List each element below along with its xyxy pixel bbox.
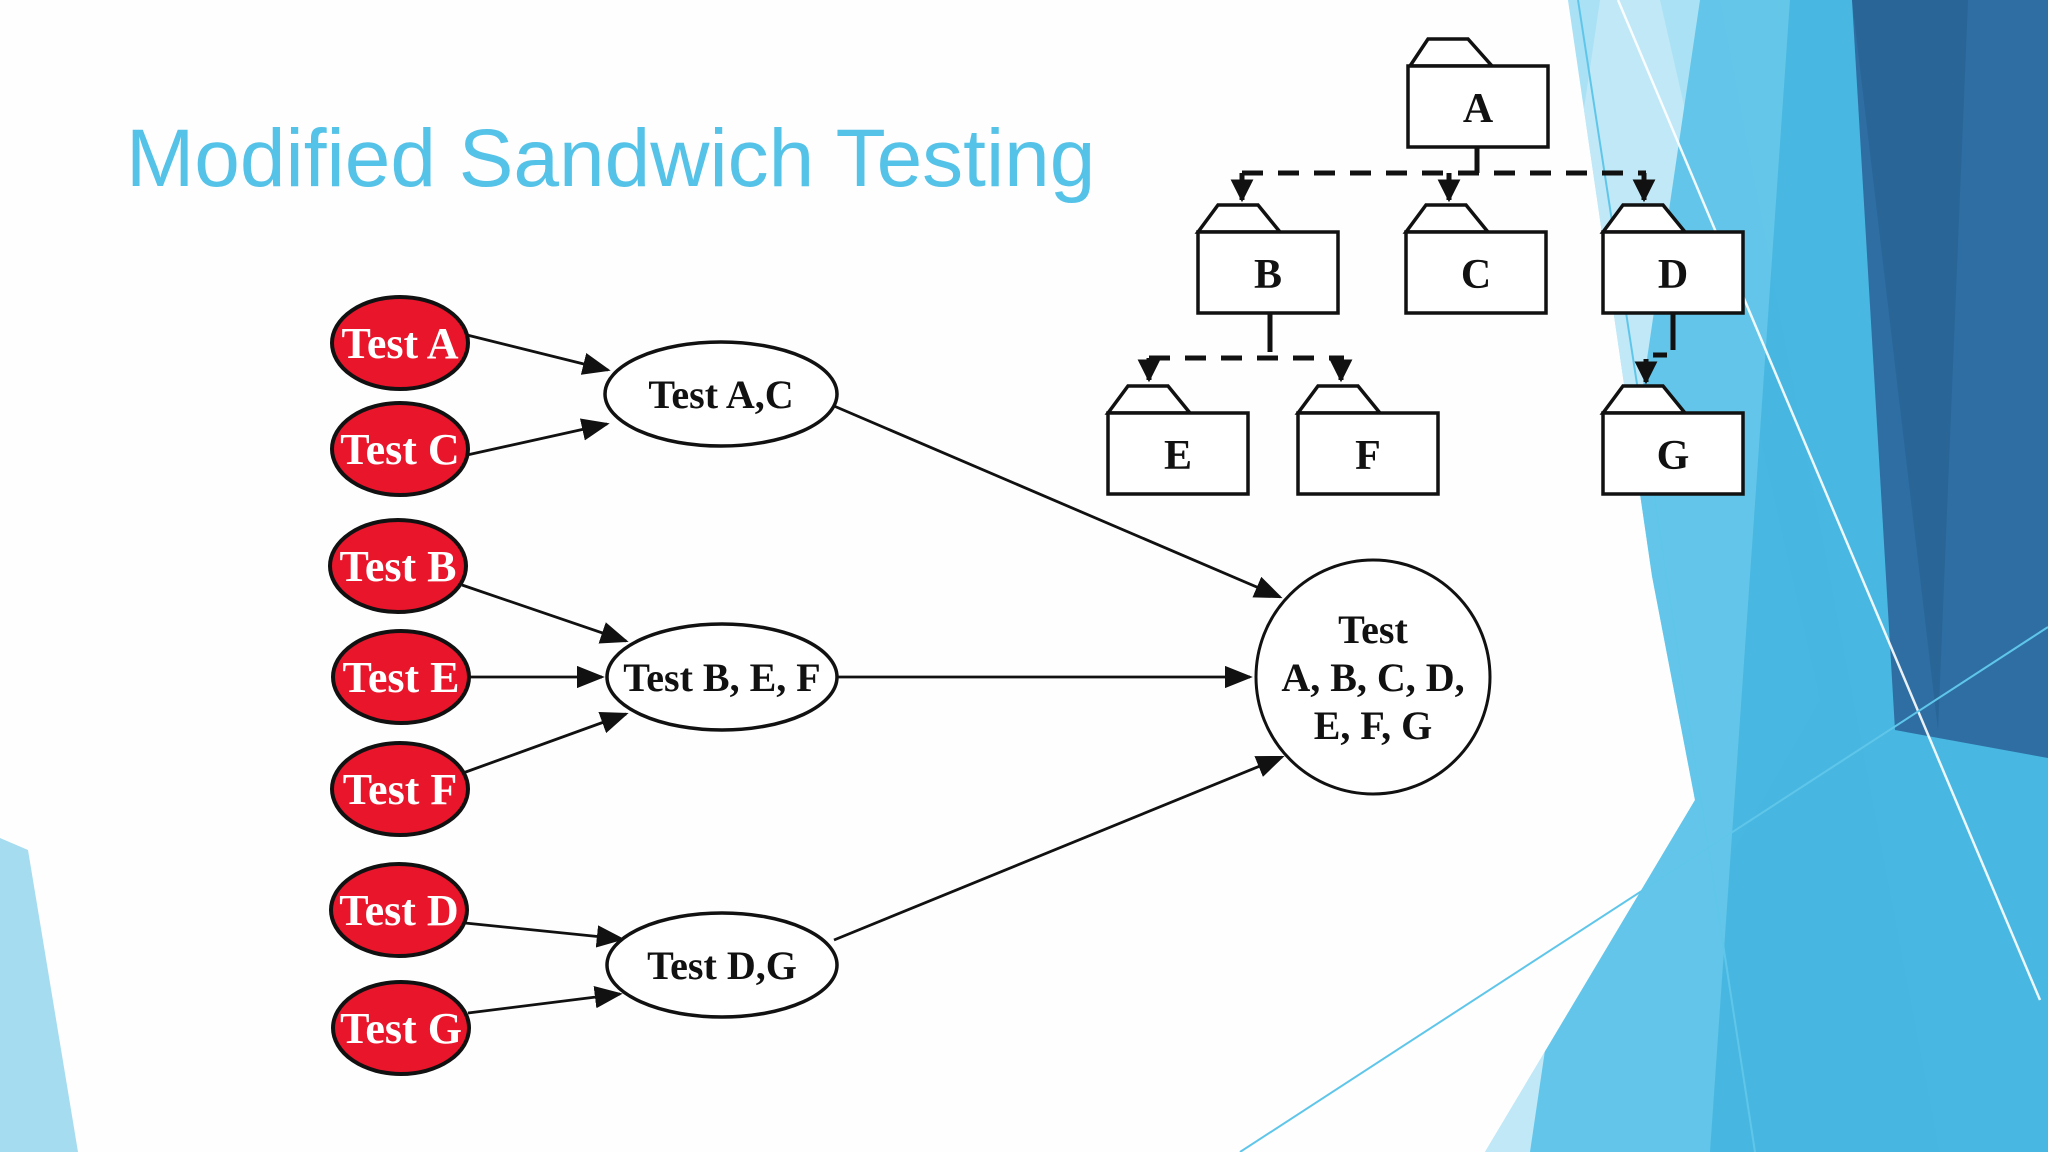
unit-test-e-ellipse [331, 629, 471, 725]
unit-test-c-ellipse [330, 401, 470, 497]
folder-c [1402, 203, 1548, 315]
flow-arrows [461, 333, 1285, 1015]
module-label-b: B [1254, 252, 1282, 298]
unit-test-c-label: Test C [340, 425, 459, 474]
decor-navy-wedge-2 [1852, 0, 1968, 730]
system-test-node: Test A, B, C, D, E, F, G [1254, 558, 1492, 796]
folder-e-box [1106, 411, 1250, 496]
unit-test-a-ellipse [330, 295, 470, 391]
arrow-testD-to-DG [464, 921, 625, 948]
decor-white-line [1616, 0, 2042, 1001]
arrow-DG-to-system [833, 755, 1285, 942]
folder-e [1104, 384, 1250, 496]
folder-g [1599, 384, 1745, 496]
folder-b-tab [1194, 203, 1284, 234]
unit-test-nodes: Test A Test C Test B Test E Test F Test … [328, 295, 471, 1076]
arrow-testF-to-BEF [462, 712, 629, 775]
page-title: Modified Sandwich Testing [126, 113, 1095, 204]
integration-BEF-label: Test B, E, F [623, 655, 820, 700]
arrow-testA-to-AC [466, 333, 611, 375]
module-tree [1104, 37, 1745, 496]
folder-b [1194, 203, 1340, 315]
module-label-a: A [1463, 86, 1494, 132]
integration-test-nodes: Test A,C Test B, E, F Test D,G [603, 340, 839, 1019]
folder-g-box [1601, 411, 1745, 496]
tree-connectors [1137, 148, 1676, 385]
folder-e-tab [1104, 384, 1194, 415]
unit-test-d-label: Test D [339, 886, 458, 935]
system-test-circle [1254, 558, 1492, 796]
folder-f [1294, 384, 1440, 496]
folder-a [1406, 37, 1550, 149]
folder-d-box [1601, 230, 1745, 315]
unit-test-d-ellipse [329, 862, 469, 958]
arrow-testB-to-BEF [461, 583, 629, 644]
integration-AC-label: Test A,C [648, 372, 793, 417]
folder-a-tab [1406, 37, 1496, 68]
unit-test-g-label: Test G [340, 1004, 462, 1053]
integration-AC-ellipse [603, 340, 839, 448]
folder-a-box [1406, 64, 1550, 149]
integration-DG-label: Test D,G [647, 943, 797, 988]
folder-f-tab [1294, 384, 1384, 415]
system-test-line2: A, B, C, D, [1281, 655, 1464, 700]
module-label-g: G [1657, 433, 1690, 479]
unit-test-b-label: Test B [340, 542, 457, 591]
decor-shallow-line [1239, 626, 2048, 1152]
arrow-AC-to-system [833, 404, 1283, 599]
unit-test-f-label: Test F [343, 765, 458, 814]
decor-steep-line [1577, 0, 1756, 1152]
connector-d-dashed-elbow [1643, 336, 1676, 366]
module-label-c: C [1461, 252, 1491, 298]
folder-c-tab [1402, 203, 1492, 234]
module-label-d: D [1658, 252, 1688, 298]
unit-test-g-ellipse [331, 980, 471, 1076]
integration-BEF-ellipse [605, 622, 839, 732]
system-test-line1: Test [1338, 607, 1408, 652]
unit-test-a-label: Test A [342, 319, 459, 368]
folder-d [1599, 203, 1745, 315]
module-label-f: F [1355, 433, 1381, 479]
arrow-testC-to-AC [466, 418, 610, 457]
unit-test-e-label: Test E [343, 653, 460, 702]
system-test-line3: E, F, G [1314, 703, 1433, 748]
unit-test-f-ellipse [330, 741, 470, 837]
integration-DG-ellipse [605, 911, 839, 1019]
module-label-e: E [1164, 433, 1192, 479]
folder-b-box [1196, 230, 1340, 315]
folder-f-box [1296, 411, 1440, 496]
arrow-testG-to-DG [467, 986, 623, 1015]
unit-test-b-ellipse [328, 518, 468, 614]
folder-c-box [1404, 230, 1548, 315]
module-labels: A B C D E F G [1164, 86, 1689, 479]
decor-left-bottom-wedge [0, 838, 78, 1152]
